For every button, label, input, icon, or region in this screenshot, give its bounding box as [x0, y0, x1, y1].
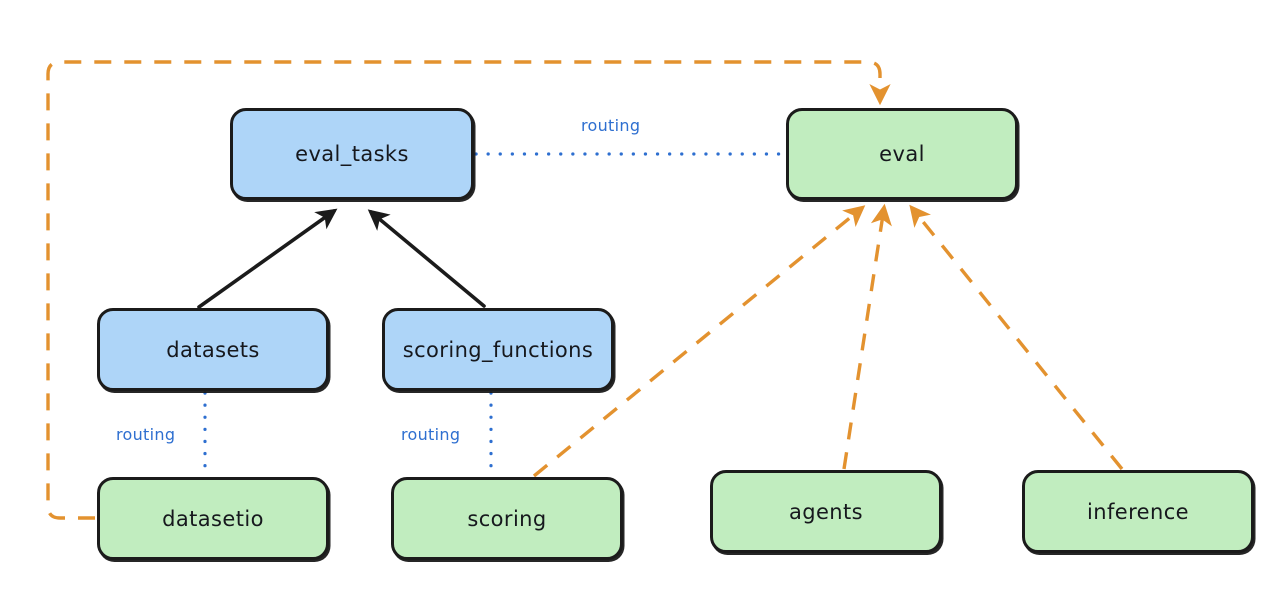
node-label: scoring_functions: [402, 337, 594, 362]
node-agents[interactable]: agents: [710, 470, 942, 553]
node-datasetio[interactable]: datasetio: [97, 477, 329, 560]
node-inference[interactable]: inference: [1022, 470, 1254, 553]
node-label: datasetio: [162, 506, 264, 531]
node-scoring-functions[interactable]: scoring_functions: [382, 308, 614, 391]
edge-scoring_functions-to-eval_tasks: [367, 209, 486, 308]
node-label: inference: [1087, 499, 1189, 524]
node-label: eval: [879, 142, 925, 166]
edge-inference-to-eval: [909, 204, 1124, 471]
node-label: eval_tasks: [295, 142, 409, 166]
node-scoring[interactable]: scoring: [391, 477, 623, 560]
edge-label-routing-eval: routing: [578, 116, 644, 135]
edge-label-routing-scoring: routing: [398, 425, 464, 444]
node-eval[interactable]: eval: [786, 108, 1018, 200]
node-eval-tasks[interactable]: eval_tasks: [230, 108, 474, 200]
node-label: scoring: [467, 506, 547, 531]
edge-label-routing-datasetio: routing: [113, 425, 179, 444]
edge-agents-to-eval: [842, 203, 892, 470]
edge-datasets-to-eval_tasks: [197, 208, 338, 309]
node-label: agents: [788, 499, 863, 524]
node-datasets[interactable]: datasets: [97, 308, 329, 391]
node-label: datasets: [166, 337, 260, 362]
